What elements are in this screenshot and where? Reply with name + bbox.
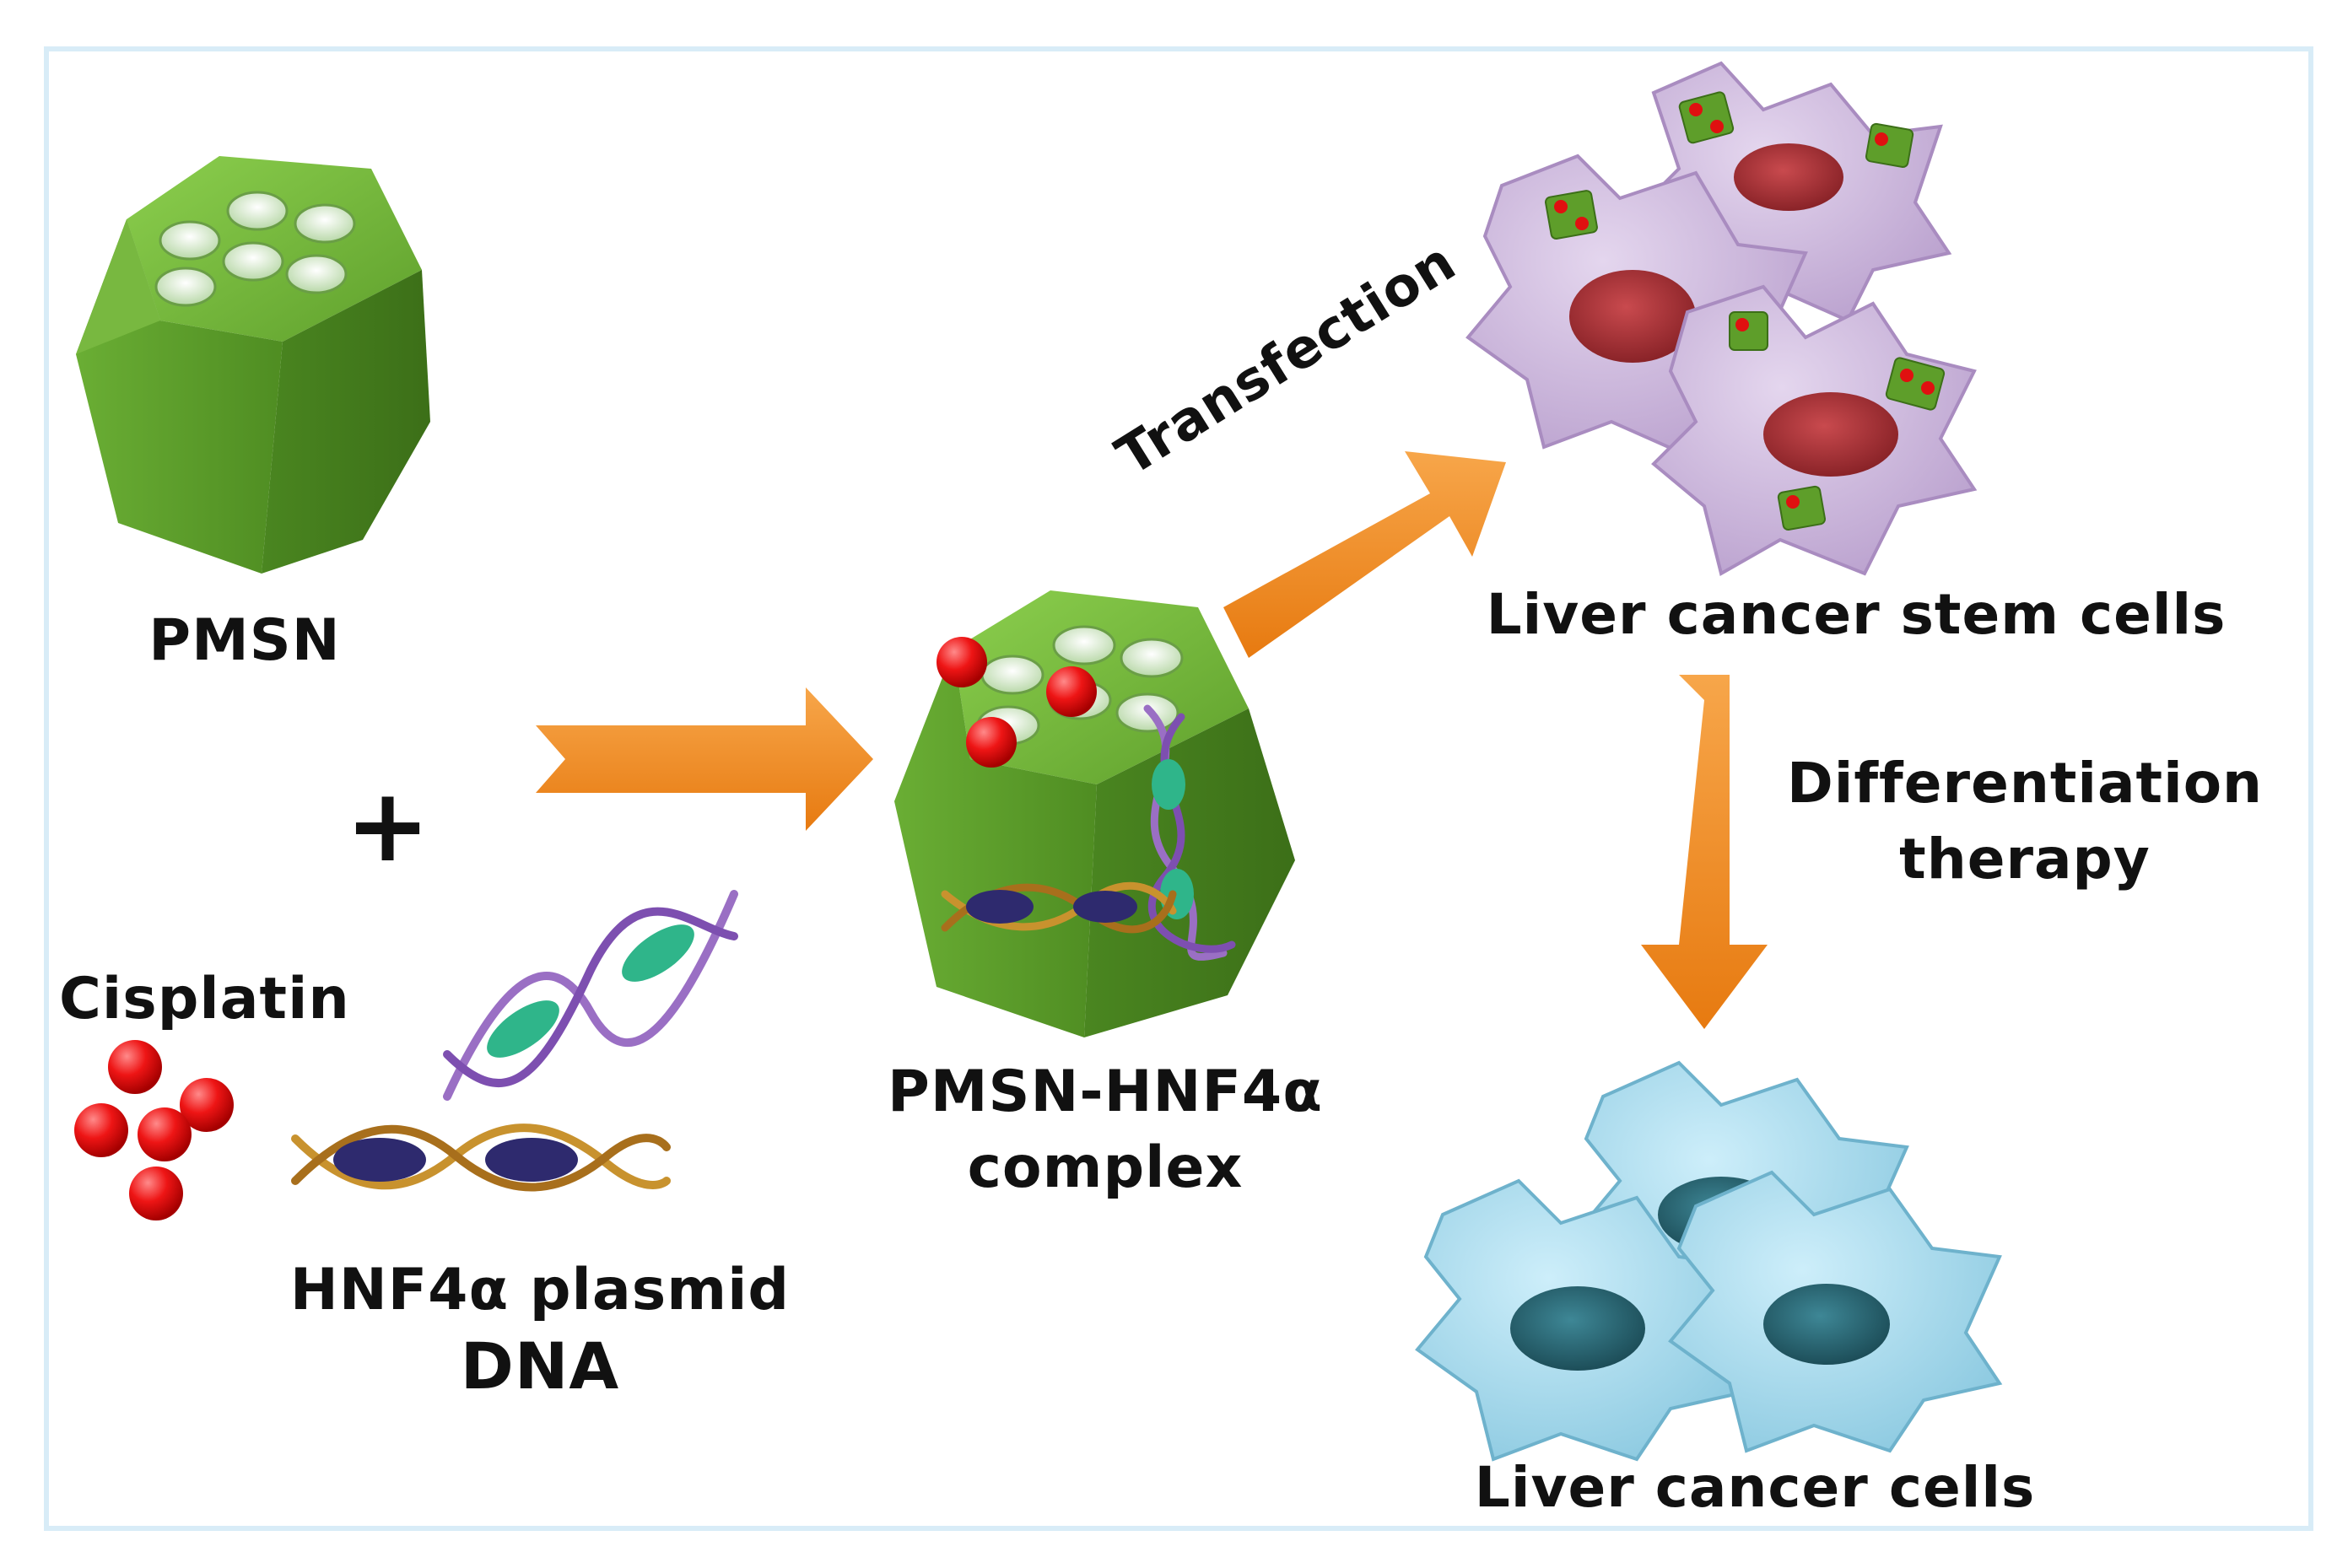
label-differentiation-line2: therapy: [1899, 827, 2151, 892]
label-stem-cells: Liver cancer stem cells: [1486, 582, 2227, 647]
label-cancer-cells: Liver cancer cells: [1474, 1455, 2036, 1520]
label-cisplatin: Cisplatin: [59, 966, 350, 1032]
cisplatin-molecule-icon: [74, 1040, 234, 1220]
label-complex-line2: complex: [967, 1134, 1244, 1201]
arrow-differentiation-icon: [1641, 675, 1768, 1029]
arrow-to-complex-icon: [536, 687, 873, 831]
stem-cells-cluster-icon: [1465, 61, 1978, 577]
label-pmsn: PMSN: [148, 607, 341, 674]
label-differentiation-line1: Differentiation: [1786, 751, 2264, 816]
cancer-cells-cluster-icon: [1415, 1060, 2003, 1462]
arrow-transfection-icon: [1223, 451, 1506, 658]
dna-gold-helix-icon: [291, 1123, 671, 1192]
label-plasmid-line1: HNF4α plasmid: [289, 1257, 791, 1323]
pmsn-complex-particle-icon: [894, 590, 1295, 1037]
pmsn-particle-icon: [76, 156, 430, 574]
dna-purple-helix-icon: [443, 890, 738, 1101]
label-plus: +: [345, 768, 431, 885]
label-complex-line1: PMSN-HNF4α: [888, 1059, 1323, 1125]
label-plasmid-line2: DNA: [460, 1328, 620, 1404]
